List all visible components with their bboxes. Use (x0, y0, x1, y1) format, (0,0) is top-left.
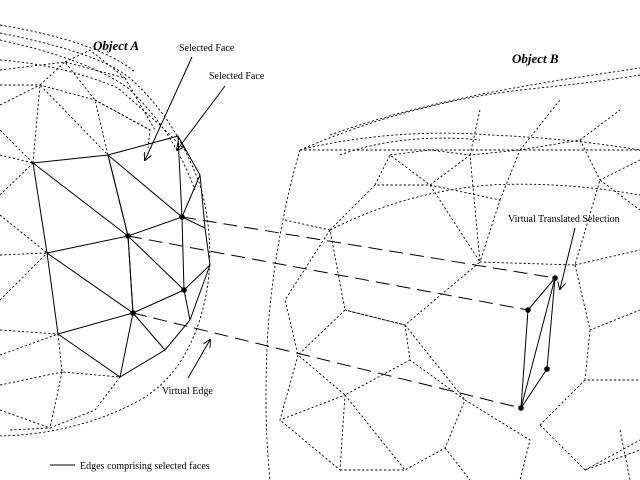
virtual-translated-selection-label: Virtual Translated Selection (508, 214, 620, 225)
selected-vertices (125, 214, 187, 316)
selected-faces (32, 135, 211, 378)
selected-face-label-1: Selected Face (179, 43, 235, 54)
legend: Edges comprising selected faces (50, 461, 210, 472)
virtual-edge-arrow (187, 340, 210, 379)
legend-label: Edges comprising selected faces (80, 461, 210, 472)
translated-selection-arrow (560, 227, 576, 289)
object-b-label: Object B (512, 51, 559, 66)
selected-face-arrow-1 (145, 56, 193, 160)
virtual-edges (127, 216, 556, 409)
virtual-edge-label: Virtual Edge (162, 386, 213, 397)
virtual-translated-selection (518, 275, 558, 411)
object-a-label: Object A (93, 38, 139, 53)
object-b-wireframe (265, 67, 640, 480)
annotation-arrows (145, 56, 576, 379)
object-a-wireframe (0, 24, 211, 437)
selected-face-arrow-2 (177, 85, 226, 150)
selected-face-label-2: Selected Face (209, 71, 265, 82)
